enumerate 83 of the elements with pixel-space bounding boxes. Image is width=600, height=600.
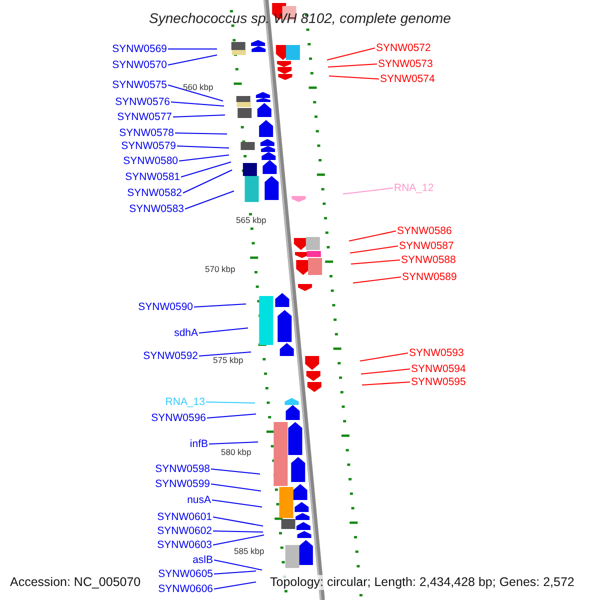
leader-line — [326, 48, 376, 60]
gene-label: SYNW0577 — [117, 111, 172, 123]
leader-line — [178, 154, 230, 162]
leader-line — [206, 414, 256, 418]
leader-line — [210, 484, 262, 492]
gene-label: SYNW0582 — [127, 187, 182, 199]
gene-label: SYNW0592 — [143, 350, 198, 362]
position-label: 560 kbp — [183, 82, 214, 92]
gene-label: RNA_12 — [394, 182, 434, 194]
leader-line — [198, 328, 248, 334]
leader-line — [180, 162, 232, 178]
gene-label: SYNW0576 — [115, 96, 170, 108]
gene-label: SYNW0606 — [158, 583, 213, 595]
genome-info: Topology: circular; Length: 2,434,428 bp; Genes: 2,572 — [270, 575, 574, 590]
leader-line — [198, 352, 252, 356]
gene-label: SYNW0572 — [376, 42, 431, 54]
leader-line — [214, 560, 262, 570]
gene-label: SYNW0586 — [397, 225, 452, 237]
gene-label: SYNW0575 — [112, 79, 167, 91]
leader-line — [182, 170, 232, 194]
leader-line — [168, 84, 224, 102]
leader-line — [174, 132, 228, 134]
leader-line — [172, 114, 226, 118]
leader-line — [328, 76, 380, 80]
gene-label: SYNW0601 — [157, 511, 212, 523]
gene-label: SYNW0569 — [112, 43, 167, 55]
leader-line — [168, 54, 218, 66]
leader-line — [214, 582, 256, 590]
gene-label: SYNW0605 — [158, 568, 213, 580]
gene-label: SYNW0590 — [138, 301, 193, 313]
gene-label: infB — [190, 438, 208, 450]
gene-label: RNA_13 — [165, 396, 205, 408]
gene-label: SYNW0570 — [112, 59, 167, 71]
leader-line — [210, 468, 260, 474]
genome-info: Accession: NC_005070 — [10, 575, 141, 590]
leader-line — [350, 246, 398, 254]
map-title: Synechococcus sp. WH 8102, complete genome — [148, 10, 452, 26]
leader-line — [194, 304, 246, 308]
gene-label: SYNW0594 — [411, 363, 466, 375]
gene-label: SYNW0580 — [123, 155, 178, 167]
leader-line — [360, 368, 410, 374]
leader-line — [350, 260, 400, 264]
leader-line — [206, 402, 256, 404]
gene-label: sdhA — [174, 327, 198, 339]
leader-line — [212, 534, 264, 546]
leader-line — [212, 500, 262, 508]
gene-label: SYNW0589 — [402, 271, 457, 283]
leader-line — [184, 190, 234, 210]
gene-label: SYNW0581 — [125, 171, 180, 183]
position-label: 565 kbp — [236, 215, 266, 225]
gene-label: SYNW0578 — [119, 127, 174, 139]
leader-line — [168, 48, 218, 50]
leader-line — [212, 516, 264, 526]
gene-label: aslB — [192, 554, 213, 566]
gene-label: SYNW0579 — [121, 140, 176, 152]
gene-label: SYNW0599 — [155, 478, 210, 490]
position-label: 570 kbp — [205, 264, 236, 274]
gene-label: SYNW0588 — [401, 254, 456, 266]
leader-line — [352, 276, 402, 284]
leader-line — [212, 530, 264, 532]
gene-label: SYNW0573 — [378, 58, 433, 70]
position-label: 585 kbp — [234, 546, 264, 556]
leader-line — [214, 570, 256, 574]
leader-line — [362, 382, 410, 386]
gene-label: SYNW0602 — [157, 525, 212, 537]
leader-line — [348, 230, 396, 242]
gene-label: SYNW0598 — [155, 463, 210, 475]
gene-label: SYNW0603 — [157, 539, 212, 551]
gene-label: SYNW0587 — [399, 240, 454, 252]
gene-label: SYNW0593 — [409, 347, 464, 359]
gene-label: nusA — [187, 494, 211, 506]
gene-label: SYNW0574 — [380, 73, 435, 85]
gene-label: SYNW0596 — [151, 412, 206, 424]
leader-line — [342, 188, 394, 194]
gene-label: SYNW0595 — [411, 376, 466, 388]
position-label: 580 kbp — [221, 447, 252, 457]
leader-line — [328, 64, 378, 68]
leader-line — [176, 146, 230, 148]
gene-label: SYNW0583 — [129, 203, 184, 215]
leader-line — [360, 352, 408, 362]
leader-line — [208, 442, 258, 444]
position-label: 575 kbp — [213, 355, 244, 365]
leader-line — [170, 102, 224, 106]
